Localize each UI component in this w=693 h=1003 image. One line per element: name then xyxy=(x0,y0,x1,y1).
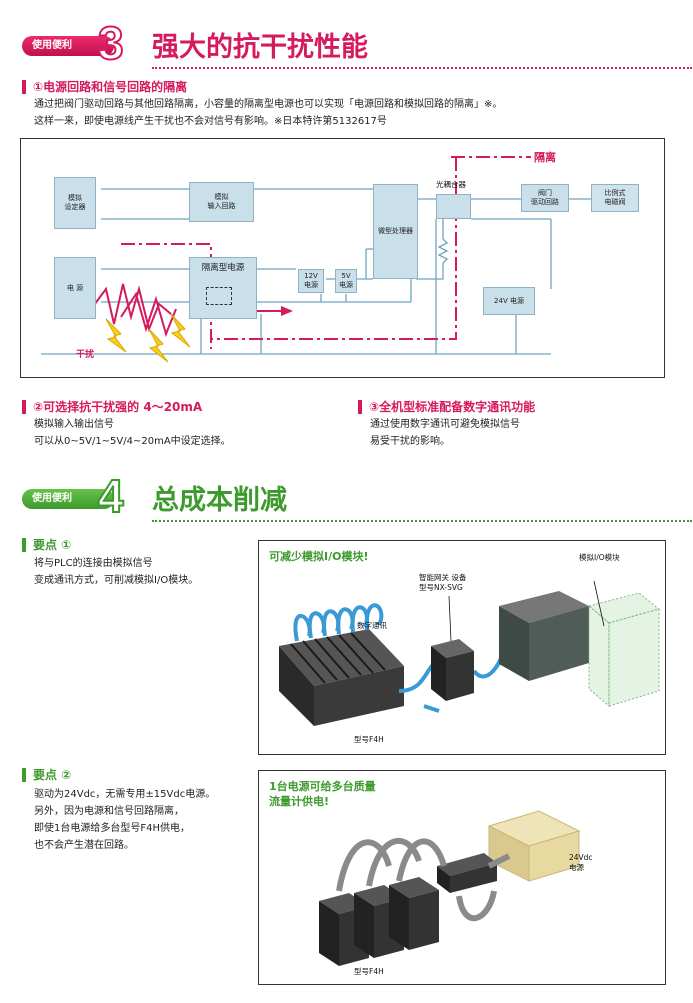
photocoupler-label: 光耦合器 xyxy=(436,180,466,189)
analog-setter-box: 模拟 设定器 xyxy=(54,177,96,229)
io-module-label: 模拟I/O模块 xyxy=(579,553,620,562)
transformer-icon xyxy=(206,287,232,305)
paragraph-line: 驱动为24Vdc，无需专用±15Vdc电源。 xyxy=(34,789,216,800)
paragraph-line: 变成通讯方式，可削减模拟I/O模块。 xyxy=(34,575,199,586)
paragraph-line: 模拟输入输出信号 xyxy=(34,419,114,430)
subheading-4-20ma: ②可选择抗干扰强的 4～20mA xyxy=(22,400,202,414)
section-number: 3 xyxy=(97,16,125,70)
model-label: 型号F4H xyxy=(354,967,384,976)
psu-label: 24Vdc 电源 xyxy=(569,853,593,872)
digital-comm-label: 数字通讯 xyxy=(357,621,387,630)
paragraph-line: 另外，因为电源和信号回路隔离， xyxy=(34,806,184,817)
section-3-header: 使用便利 3 强大的抗干扰性能 xyxy=(22,16,692,82)
paragraph-line: 这样一来，即使电源线产生干扰也不会对信号有影响。※日本特许第5132617号 xyxy=(34,116,387,127)
prop-valve-box: 比例式 电磁阀 xyxy=(591,184,639,212)
paragraph-line: 通过使用数字通讯可避免模拟信号 xyxy=(370,419,520,430)
divider xyxy=(152,67,692,69)
photo-title-line2: 流量计供电! xyxy=(269,795,330,808)
microprocessor-box: 微型处理器 xyxy=(373,184,418,279)
subheading-digital-comm: ③全机型标准配备数字通讯功能 xyxy=(358,400,535,414)
noise-label: 干扰 xyxy=(76,350,95,360)
photo-title: 可减少模拟I/O模块! xyxy=(269,550,369,563)
isolated-power-box: 隔离型电源 xyxy=(189,257,257,319)
power-box: 电 源 xyxy=(54,257,96,319)
paragraph-line: 可以从0~5V/1~5V/4~20mA中设定选择。 xyxy=(34,436,231,447)
io-reduction-illustration xyxy=(279,580,661,726)
single-psu-photo: 1台电源可给多台质量 流量计供电! 24Vd xyxy=(258,770,666,985)
paragraph-line: 将与PLC的连接由模拟信号 xyxy=(34,558,153,569)
section-4-header: 使用便利 4 总成本削减 xyxy=(22,469,692,535)
subheading-isolation: ①电源回路和信号回路的隔离 xyxy=(22,80,187,94)
photocoupler-icon xyxy=(436,194,471,219)
divider xyxy=(152,520,692,522)
section-title: 总成本削减 xyxy=(152,485,287,516)
diagram-wires xyxy=(41,156,591,363)
usage-badge: 使用便利 xyxy=(22,489,114,509)
point-2-heading: 要点 ② xyxy=(22,768,71,782)
isolation-diagram: 模拟 设定器 模拟 输入回路 电 源 隔离型电源 12V 电源 5V 电源 微型… xyxy=(20,138,665,378)
io-reduction-photo: 可减少模拟I/O模块! xyxy=(258,540,666,755)
paragraph-line: 易受干扰的影响。 xyxy=(370,436,450,447)
12v-power-box: 12V 电源 xyxy=(298,269,324,293)
5v-power-box: 5V 电源 xyxy=(335,269,357,293)
section-title: 强大的抗干扰性能 xyxy=(152,32,368,63)
analog-input-box: 模拟 输入回路 xyxy=(189,182,254,222)
paragraph-line: 通过把阀门驱动回路与其他回路隔离，小容量的隔离型电源也可以实现「电源回路和模拟回… xyxy=(34,99,503,110)
isolation-label: 隔离 xyxy=(534,151,556,164)
24v-power-box: 24V 电源 xyxy=(483,287,535,315)
section-number: 4 xyxy=(97,469,125,523)
single-psu-illustration xyxy=(319,810,581,966)
paragraph-line: 即使1台电源给多台型号F4H供电， xyxy=(34,823,190,834)
photo-title-line1: 1台电源可给多台质量 xyxy=(269,780,376,793)
model-label: 型号F4H xyxy=(354,735,384,744)
point-1-heading: 要点 ① xyxy=(22,538,71,552)
paragraph-line: 也不会产生潜在回路。 xyxy=(34,840,134,851)
gateway-label: 智能网关 设备 型号NX-SVG xyxy=(419,573,467,592)
usage-badge: 使用便利 xyxy=(22,36,114,56)
valve-drive-box: 阀门 驱动回路 xyxy=(521,184,569,212)
